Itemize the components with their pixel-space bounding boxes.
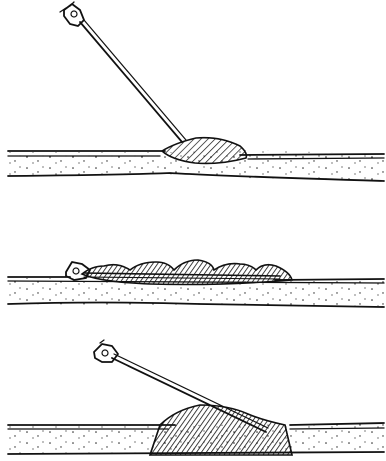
panel-middle bbox=[8, 260, 384, 307]
panel-bottom bbox=[8, 340, 384, 455]
needle-top bbox=[60, 2, 186, 142]
panel-top bbox=[8, 2, 384, 181]
bleb-bottom bbox=[150, 405, 292, 455]
bleb-middle bbox=[82, 260, 292, 285]
